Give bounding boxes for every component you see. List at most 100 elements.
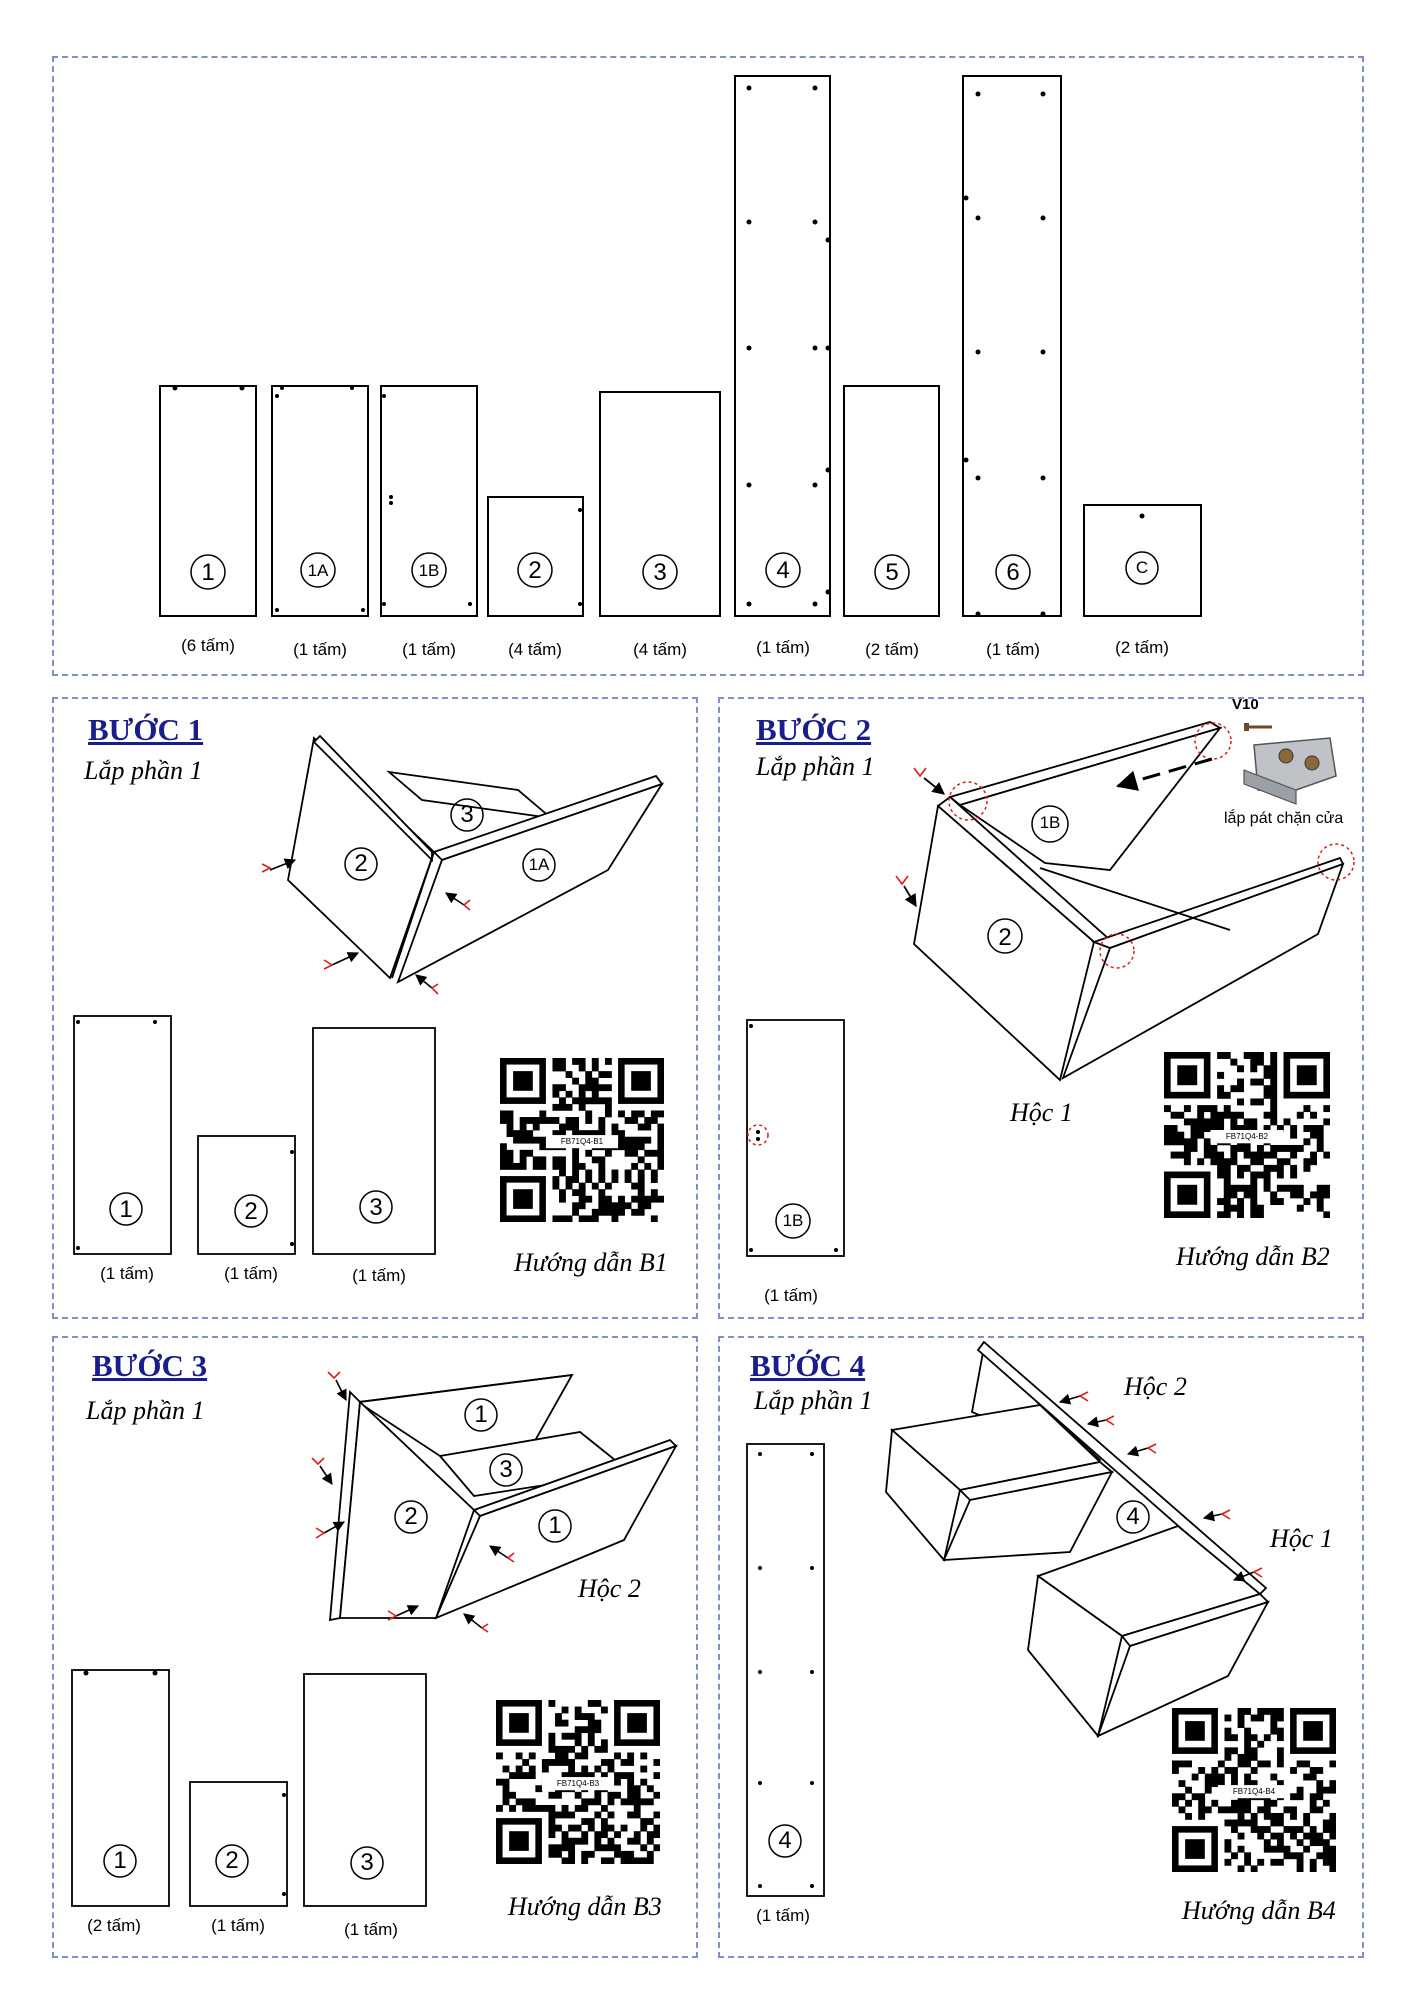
step3-qr-pattern: FB71Q4-B3 [496,1700,661,1865]
step3-part-2-qty: (1 tấm) [211,1916,265,1935]
step4-part-4 [746,1443,825,1897]
panel-4-shape [734,75,831,617]
panel-6-label: 6 [1006,559,1020,586]
panel-1b-label: 1B [418,561,440,580]
step2-label-2: 2 [998,924,1012,951]
step2-compartment: Hộc 1 [1010,1098,1073,1127]
step1-part-3-label: 3 [369,1194,383,1221]
step4-assembly [885,1340,1270,1738]
step2-label-1b: 1B [1039,813,1061,832]
panel-3-qty: (4 tấm) [633,640,687,659]
step4-label-4: 4 [1126,1503,1140,1530]
step3-qr-caption: FB71Q4-B3 [557,1779,600,1788]
step3-label-2: 2 [404,1503,418,1530]
panel-4-label: 4 [776,557,790,584]
step3-guide: Hướng dẫn B3 [508,1892,662,1921]
panel-1a-qty: (1 tấm) [293,640,347,659]
step2-subtitle: Lắp phần 1 [756,752,875,781]
step3-label-1-right: 1 [548,1512,562,1539]
panel-1a-label: 1A [307,561,329,580]
overview-holes [172,85,1145,617]
panel-6-shape [962,75,1062,617]
screw-v10-icon [1244,723,1272,731]
step4-box [718,1336,1364,1958]
step3-title: BƯỚC 3 [92,1348,208,1383]
step1-part-2-label: 2 [244,1198,258,1225]
step4-compartment-2: Hộc 2 [1124,1372,1187,1401]
step3-part-1-qty: (2 tấm) [87,1916,141,1935]
step2-part-1b [746,1019,845,1257]
panel-1-shape [159,385,257,617]
step4-qr-caption: FB71Q4-B4 [1233,1787,1276,1796]
step4-subtitle: Lắp phần 1 [754,1386,873,1415]
step2-qr-code[interactable]: FB71Q4-B2 [1164,1052,1331,1219]
step3-parts [71,1669,427,1907]
step1-box [52,697,698,1319]
parts-overview-box [52,56,1364,676]
step3-box [52,1336,698,1958]
panel-c-shape [1083,504,1202,617]
step4-part-4-qty: (1 tấm) [756,1906,810,1925]
step1-part-1-label: 1 [119,1196,133,1223]
step3-compartment: Hộc 2 [578,1574,641,1603]
panel-1a-shape [271,385,369,617]
step1-guide: Hướng dẫn B1 [514,1248,668,1277]
step1-assembly [287,734,665,984]
step3-part-3-qty: (1 tấm) [344,1920,398,1939]
step3-label-3: 3 [499,1456,513,1483]
step2-title: BƯỚC 2 [756,712,872,747]
panel-5-label: 5 [885,559,899,586]
panel-3-label: 3 [653,559,667,586]
step1-label-3: 3 [460,801,474,828]
panel-4-qty: (1 tấm) [756,638,810,657]
panel-c-label: C [1135,558,1149,577]
step4-compartment-1: Hộc 1 [1270,1524,1333,1553]
step2-qr-caption: FB71Q4-B2 [1226,1132,1269,1141]
step1-part-3-qty: (1 tấm) [352,1266,406,1285]
step2-part-1b-qty: (1 tấm) [764,1286,818,1305]
step2-assembly [913,721,1345,1082]
step4-guide: Hướng dẫn B4 [1182,1896,1336,1925]
step3-part-1-label: 1 [113,1847,127,1874]
step1-part-1-qty: (1 tấm) [100,1264,154,1283]
bracket-label: lắp pát chặn cửa [1224,810,1344,827]
step4-qr-code[interactable]: FB71Q4-B4 [1172,1708,1337,1873]
step1-label-1a: 1A [528,855,550,874]
step1-qr-pattern: FB71Q4-B1 [500,1058,665,1223]
overview-label-circles [190,551,1159,590]
step1-part-2-qty: (1 tấm) [224,1264,278,1283]
step1-qr-code[interactable]: FB71Q4-B1 [500,1058,665,1223]
step1-subtitle: Lắp phần 1 [84,756,203,785]
step3-qr-code[interactable]: FB71Q4-B3 [496,1700,661,1865]
step4-qr-pattern: FB71Q4-B4 [1172,1708,1337,1873]
overview-panels [159,75,1202,617]
step4-title: BƯỚC 4 [750,1348,866,1383]
panel-c-qty: (2 tấm) [1115,638,1169,657]
bracket-icon [1243,737,1337,805]
step1-parts [73,1015,436,1255]
step2-qr-pattern: FB71Q4-B2 [1164,1052,1331,1219]
step2-part-1b-label: 1B [782,1211,804,1230]
panel-2-shape [487,496,584,617]
step3-subtitle: Lắp phần 1 [86,1396,205,1425]
step4-part-4-label: 4 [778,1827,792,1854]
panel-5-shape [843,385,940,617]
step3-part-3-label: 3 [360,1849,374,1876]
step2-box [718,697,1364,1319]
panel-2-qty: (4 tấm) [508,640,562,659]
step2-guide: Hướng dẫn B2 [1176,1242,1330,1271]
step1-title: BƯỚC 1 [88,712,204,747]
panel-1-qty: (6 tấm) [181,636,235,655]
screw-v10-label: V10 [1232,696,1259,713]
step3-label-1-top: 1 [474,1401,488,1428]
step1-qr-caption: FB71Q4-B1 [561,1137,604,1146]
step3-assembly [328,1373,678,1622]
panel-2-label: 2 [528,557,542,584]
panel-6-qty: (1 tấm) [986,640,1040,659]
panel-3-shape [599,391,721,617]
panel-5-qty: (2 tấm) [865,640,919,659]
panel-1b-shape [380,385,478,617]
step1-label-2: 2 [354,850,368,877]
panel-1-label: 1 [201,559,215,586]
